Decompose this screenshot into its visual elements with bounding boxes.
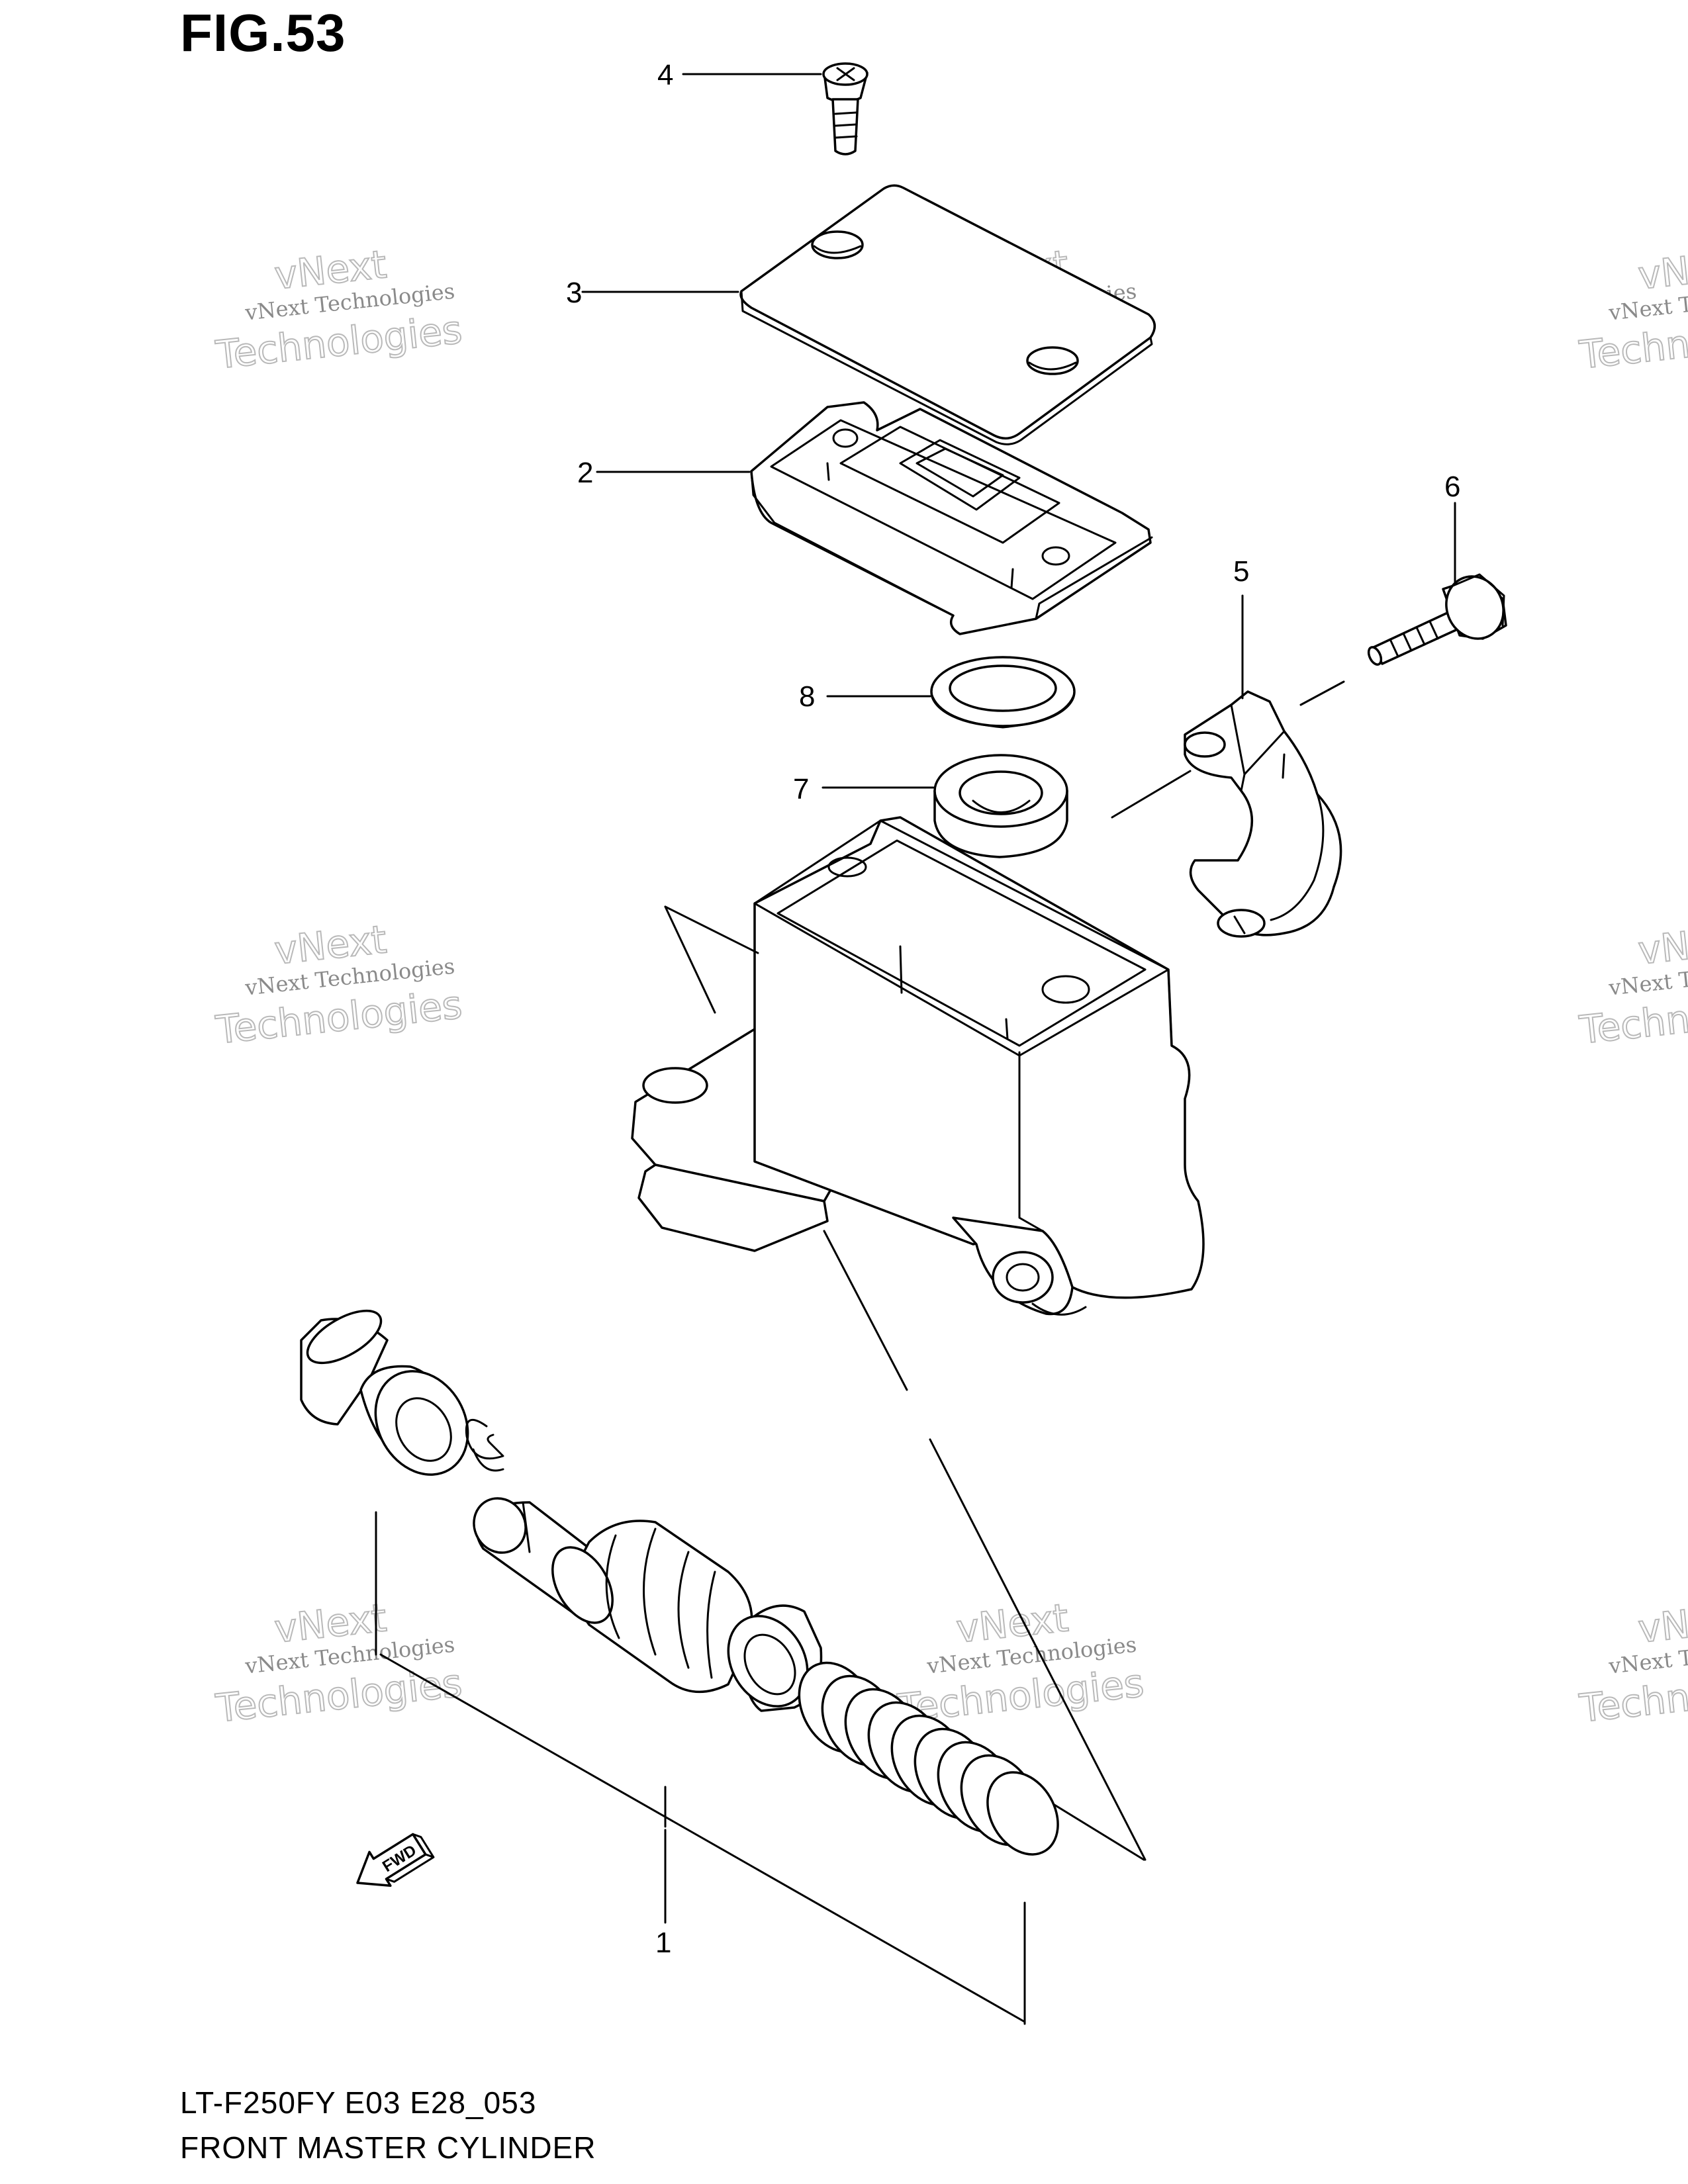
model-code: LT-F250FY E03 E28_053 [180,2085,537,2120]
watermark-vnext: vNext [1636,917,1688,973]
watermark: vNext vNext Technologies Technologies [213,241,465,378]
figure-title: FIG.53 [180,3,346,62]
callout-1: 1 [655,1927,671,1959]
part-2-diaphragm-plate [750,401,1153,635]
part-7-bushing [933,754,1068,858]
part-3-cap [739,184,1156,445]
part-1-piston-kit [300,1309,1059,2025]
watermark: vNext vNext Technologies Technologies [213,916,465,1053]
watermark: vNext vNext Technologies Technologies [1577,241,1688,378]
master-cylinder-body [631,816,1205,1861]
callout-3: 3 [566,277,582,309]
leader-lines [581,73,1456,1828]
watermark-vnext: vNext [1636,1595,1688,1651]
watermark-vnext: vNext [1636,242,1688,298]
callout-6: 6 [1444,471,1460,503]
callout-8: 8 [799,680,815,713]
callout-5: 5 [1233,555,1249,588]
watermark: vNext vNext Technologies Technologies [1577,1594,1688,1731]
part-6-bolt [1367,573,1507,666]
callout-4: 4 [657,59,673,91]
part-5-clamp [1111,680,1345,938]
spring [798,1661,1059,1856]
callout-2: 2 [577,457,593,489]
callout-numbers: 4 3 2 8 7 5 6 1 [566,59,1460,1959]
callout-7: 7 [793,773,809,805]
part-8-o-ring [930,656,1076,729]
part-4-screw [822,62,868,156]
figure-name: FRONT MASTER CYLINDER [180,2130,596,2165]
watermark: vNext vNext Technologies Technologies [213,1594,465,1731]
watermark: vNext vNext Technologies Technologies [1577,916,1688,1053]
fwd-arrow-icon: FWD [356,1833,435,1887]
